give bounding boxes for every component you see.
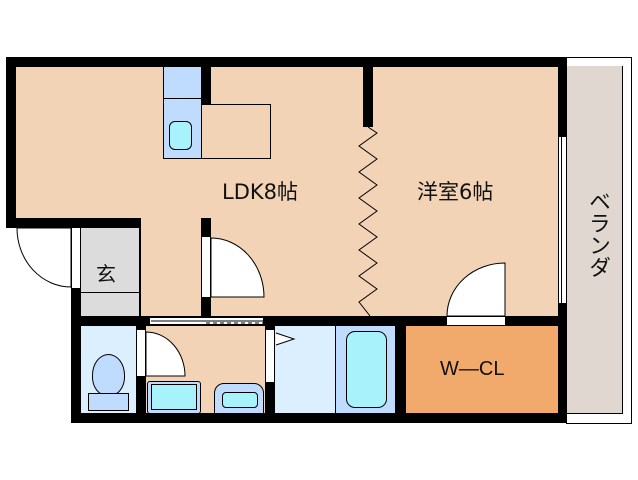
entrance-door-swing (16, 227, 72, 288)
entrance-step-line (81, 292, 140, 293)
window-line (561, 137, 562, 303)
western-room-label: 洋室6帖 (417, 180, 494, 204)
toilet-bowl-icon (92, 354, 125, 396)
entrance-label: 玄 (96, 262, 116, 286)
wcl-label: W—CL (440, 358, 505, 380)
bath-door-flag (275, 332, 296, 346)
ldk-door-swing (210, 237, 265, 298)
partition-wall (363, 67, 373, 127)
kitchen-counter (201, 104, 271, 159)
ldk-floor (16, 67, 558, 218)
toilet-door-swing (145, 331, 186, 377)
bathtub-icon (346, 331, 387, 408)
middle-wall (141, 316, 567, 326)
bath-door-gap (265, 330, 275, 382)
balcony-label: ベランダ (585, 190, 610, 278)
balcony-area (567, 66, 623, 414)
refrigerator-space (163, 67, 201, 99)
entrance-floor (81, 228, 140, 316)
kitchen-wall-stub (201, 67, 211, 105)
wcl-door-swing (446, 262, 506, 317)
walk-in-closet (406, 326, 558, 413)
ldk-label: LDK8帖 (222, 180, 299, 204)
window-right (558, 137, 567, 303)
kitchen-sink-icon (169, 121, 192, 150)
wash-basin-inner (222, 392, 258, 408)
wcl-wall (395, 316, 406, 413)
washing-machine-inner (151, 384, 197, 410)
folding-door-zigzag (358, 126, 378, 317)
toilet-tank-icon (88, 393, 129, 411)
